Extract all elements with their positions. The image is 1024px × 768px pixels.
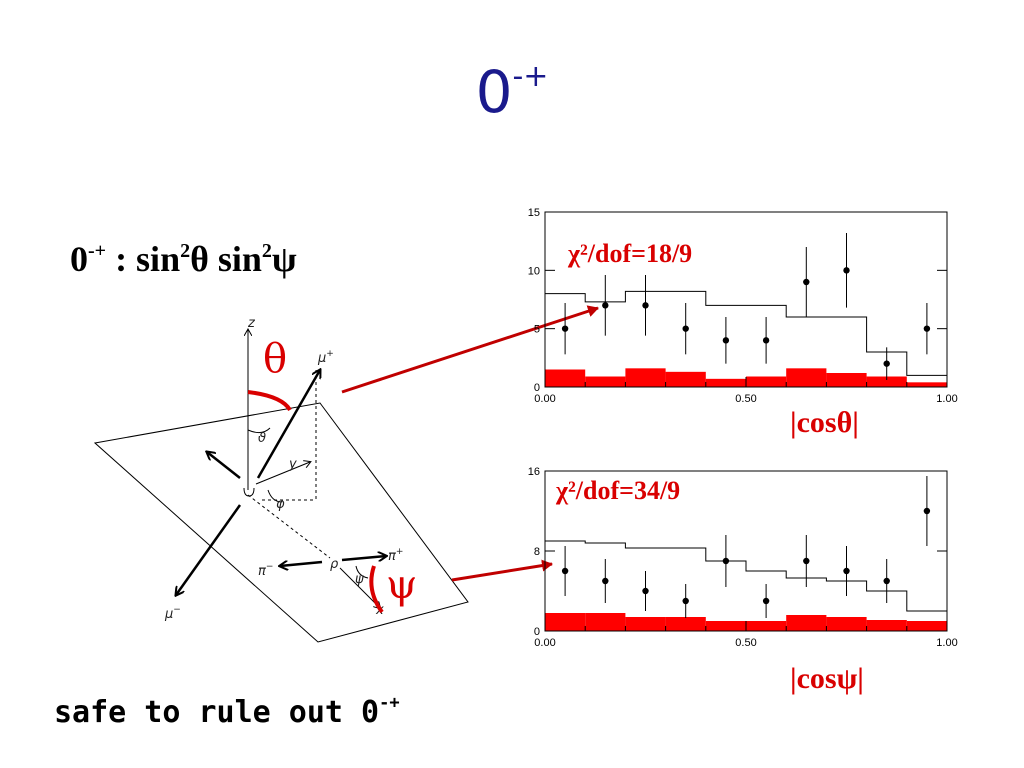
x-axis-label: |cosψ| <box>790 662 864 695</box>
x-axis <box>339 567 380 608</box>
data-point <box>762 597 770 605</box>
data-point <box>843 567 850 575</box>
red-histogram-bar <box>746 621 787 631</box>
red-histogram-bar <box>625 617 666 631</box>
theta-arc <box>247 390 292 412</box>
mu-plus-label: μ+ <box>317 349 334 366</box>
pi-plus-label: π+ <box>388 547 403 564</box>
psi-arc <box>369 565 384 614</box>
x-tick-label: 0.50 <box>735 393 756 405</box>
theta-symbol-small: ϑ <box>258 431 266 446</box>
psi-symbol-small: ψ <box>355 572 364 587</box>
chi2-annotation: χ²/dof=34/9 <box>555 476 680 505</box>
chi2-annotation: χ²/dof=18/9 <box>567 239 692 268</box>
origin-marker <box>243 487 255 497</box>
red-histogram-bar <box>665 371 706 387</box>
chart-1: 0 5 10 15 0.00 0.50 1.00 χ²/dof=18/9 |cosθ| <box>528 207 958 439</box>
red-histogram-bar <box>866 620 907 631</box>
psi-pointer-arrow <box>451 559 553 582</box>
data-point <box>883 577 890 585</box>
data-point <box>803 278 810 286</box>
red-histogram-bar <box>786 368 827 387</box>
data-point <box>602 577 609 585</box>
y-tick-label: 0 <box>534 382 540 394</box>
data-point <box>602 302 609 309</box>
data-point <box>561 325 569 332</box>
red-histogram-bar <box>826 373 867 387</box>
red-histogram-bar <box>585 376 626 387</box>
red-histogram-bar <box>746 376 787 387</box>
data-point <box>682 325 689 332</box>
y-axis <box>255 462 310 485</box>
data-point <box>843 267 850 274</box>
red-histogram-bar <box>665 617 706 631</box>
red-histogram-bar <box>625 368 666 387</box>
y-tick-label: 16 <box>528 466 540 478</box>
y-tick-label: 8 <box>534 546 540 558</box>
data-point <box>682 597 689 605</box>
red-histogram-bar <box>705 378 746 387</box>
mu-minus-label: μ− <box>164 605 181 622</box>
psi-label: ψ <box>386 562 417 608</box>
data-point <box>561 567 569 575</box>
y-tick-label: 15 <box>528 207 540 219</box>
red-histogram-bar <box>826 617 867 631</box>
plane-normal-arrow <box>207 452 241 479</box>
x-tick-label: 0.50 <box>735 637 756 649</box>
phi-symbol-small: φ <box>276 497 285 512</box>
y-axis-label: y <box>288 457 297 472</box>
psi-arc-small <box>355 565 369 579</box>
y-tick-label: 0 <box>534 626 540 638</box>
y-tick-label: 5 <box>534 324 540 336</box>
rho-direction <box>247 494 331 559</box>
z-axis-label: z <box>247 316 256 331</box>
slide-title: 0-+ <box>475 58 549 126</box>
data-point <box>642 587 649 595</box>
conclusion-text: safe to rule out 0-+ <box>54 693 400 730</box>
red-histogram-bar <box>906 621 947 631</box>
expectation-step-line <box>545 540 947 612</box>
red-histogram-bar <box>705 621 746 631</box>
theta-arc-small <box>247 427 271 434</box>
red-histogram-bar <box>585 613 626 631</box>
red-histogram-bar <box>545 369 586 387</box>
pi-minus-track <box>280 562 323 566</box>
red-histogram-bar <box>545 613 586 631</box>
phi-arc-small <box>267 489 283 503</box>
mu-plus-track <box>256 370 320 479</box>
data-point <box>803 557 810 565</box>
x-tick-label: 1.00 <box>936 393 957 405</box>
data-point <box>923 325 931 332</box>
theta-pointer-arrow <box>341 305 599 394</box>
x-tick-label: 1.00 <box>936 637 957 649</box>
data-point <box>722 557 730 565</box>
red-histogram-bar <box>866 376 907 387</box>
red-histogram-bar <box>906 382 947 387</box>
pi-plus-track <box>341 556 386 560</box>
data-point <box>722 337 730 344</box>
data-point <box>762 337 770 344</box>
pi-minus-label: π− <box>258 562 273 579</box>
x-axis-label: |cosθ| <box>790 406 859 439</box>
rho-label: ρ <box>330 557 339 572</box>
data-point <box>883 360 890 367</box>
decay-plane <box>93 402 469 643</box>
red-histogram-bar <box>786 615 827 631</box>
expectation-step-line <box>545 290 947 376</box>
x-tick-label: 0.00 <box>534 393 555 405</box>
angular-distribution-formula: 0-+ : sin2θ sin2ψ <box>70 239 297 279</box>
data-point <box>923 507 931 515</box>
y-tick-label: 10 <box>528 265 540 277</box>
chart-2: 0 8 16 0.00 0.50 1.00 χ²/dof=34/9 |cosψ| <box>528 466 958 695</box>
x-tick-label: 0.00 <box>534 637 555 649</box>
data-point <box>642 302 649 309</box>
mu-minus-track <box>176 504 242 595</box>
theta-label: θ <box>263 336 287 382</box>
